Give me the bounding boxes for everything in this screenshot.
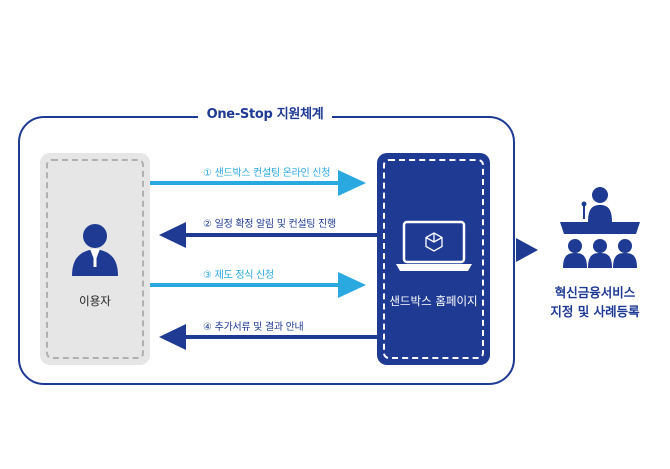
arrow-step-3 xyxy=(150,272,366,298)
frame-title: One-Stop 지원체계 xyxy=(198,103,332,127)
result-title: 혁신금융서비스 지정 및 사례등록 xyxy=(535,283,655,321)
user-icon xyxy=(72,224,118,276)
result-arrow xyxy=(516,238,538,262)
arrow-step-2 xyxy=(159,222,377,248)
sandbox-homepage-label: 샌드박스 홈페이지 xyxy=(389,294,478,308)
committee-podium-icon xyxy=(560,187,640,268)
user-label: 이용자 xyxy=(79,294,111,308)
arrow-step-1 xyxy=(150,170,366,196)
result-title-line-2: 지정 및 사례등록 xyxy=(550,304,640,319)
result-title-line-1: 혁신금융서비스 xyxy=(554,285,636,300)
laptop-icon xyxy=(396,220,472,271)
arrow-step-4 xyxy=(159,324,377,350)
sandbox-logo-icon xyxy=(425,232,443,252)
user-box xyxy=(40,153,150,365)
sandbox-homepage-box xyxy=(377,153,490,365)
